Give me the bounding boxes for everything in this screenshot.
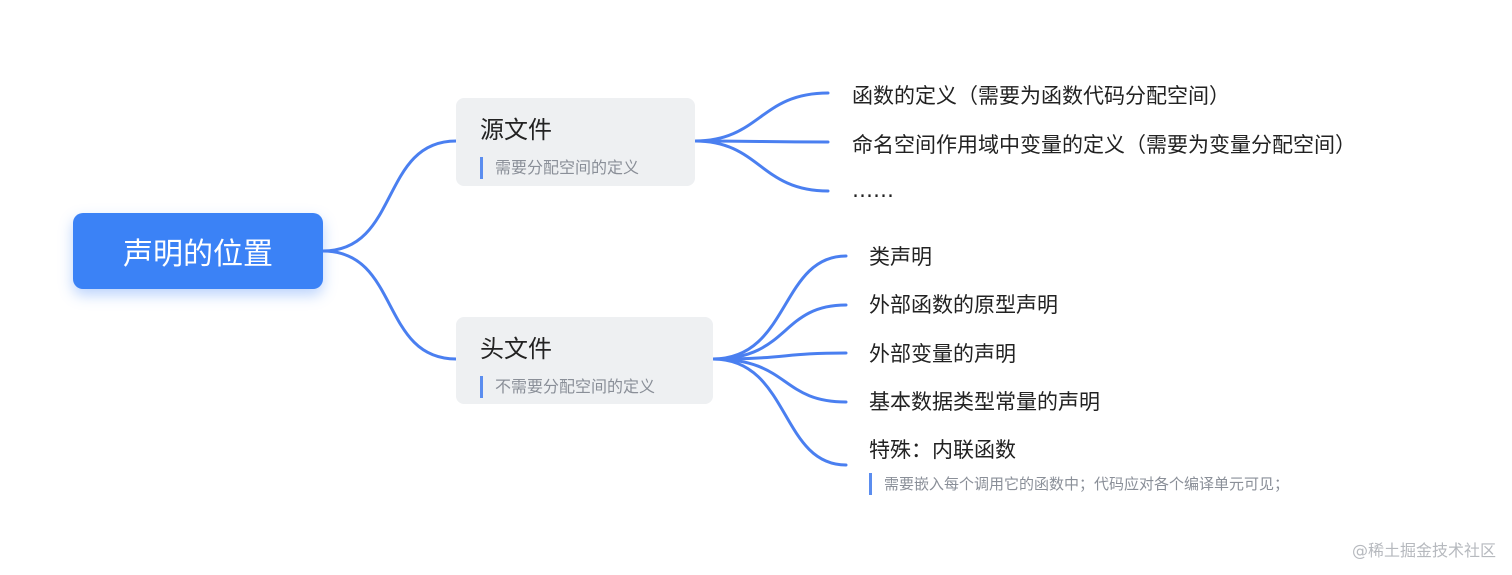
root-label: 声明的位置: [123, 237, 273, 272]
leaf-note: 需要嵌入每个调用它的函数中；代码应对各个编译单元可见；: [869, 473, 1289, 495]
link-source-child-1: [693, 91, 830, 143]
branch-note: 不需要分配空间的定义: [480, 376, 689, 398]
link-header-child-1: [711, 254, 848, 361]
link-source-child-2: [693, 139, 830, 144]
leaf-node[interactable]: ……: [852, 178, 894, 202]
leaf-node[interactable]: 外部变量的声明: [869, 342, 1016, 366]
watermark: @稀土掘金技术社区: [1351, 541, 1496, 560]
leaf-node[interactable]: 基本数据类型常量的声明: [869, 390, 1100, 414]
leaf-node[interactable]: 命名空间作用域中变量的定义（需要为变量分配空间）: [852, 133, 1356, 157]
link-header-child-2: [711, 303, 848, 361]
branch-title: 头文件: [480, 335, 552, 363]
link-root-header: [321, 249, 458, 361]
link-root-source: [321, 139, 458, 253]
branch-note: 需要分配空间的定义: [480, 157, 671, 179]
leaf-node[interactable]: 特殊：内联函数: [869, 438, 1016, 462]
leaf-node[interactable]: 外部函数的原型声明: [869, 293, 1058, 317]
branch-title: 源文件: [480, 116, 552, 144]
root-node[interactable]: 声明的位置: [73, 213, 323, 289]
branch-node-header[interactable]: 头文件 不需要分配空间的定义: [456, 317, 713, 404]
leaf-node[interactable]: 类声明: [869, 245, 932, 269]
leaf-node[interactable]: 函数的定义（需要为函数代码分配空间）: [852, 84, 1230, 108]
branch-node-source[interactable]: 源文件 需要分配空间的定义: [456, 98, 695, 186]
link-header-child-5: [711, 357, 848, 467]
link-header-child-3: [711, 351, 848, 361]
link-header-child-4: [711, 357, 848, 404]
link-source-child-3: [693, 139, 830, 193]
